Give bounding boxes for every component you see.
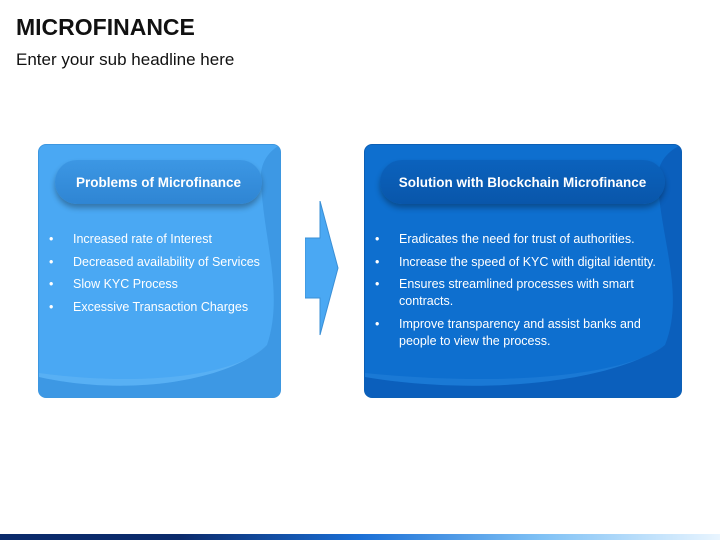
slide-title: MICROFINANCE bbox=[16, 14, 195, 40]
list-item-text: Increase the speed of KYC with digital i… bbox=[399, 254, 656, 269]
list-item: • Eradicates the need for trust of author… bbox=[375, 231, 670, 248]
list-item-text: Ensures streamlined processes with smart… bbox=[399, 277, 634, 308]
bullet-dot-icon: • bbox=[375, 232, 380, 246]
list-item: • Decreased availability of Services bbox=[49, 254, 264, 271]
bullet-dot-icon: • bbox=[375, 277, 380, 291]
solutions-card: Solution with Blockchain Microfinance • E… bbox=[364, 144, 682, 398]
problems-list: • Increased rate of Interest • Decreased a… bbox=[49, 231, 264, 321]
list-item-text: Eradicates the need for trust of authori… bbox=[399, 232, 635, 246]
solutions-header-pill: Solution with Blockchain Microfinance bbox=[380, 160, 665, 204]
footer-gradient-bar bbox=[0, 534, 720, 540]
list-item: • Slow KYC Process bbox=[49, 276, 264, 293]
list-item-text: Slow KYC Process bbox=[73, 277, 178, 291]
list-item-text: Increased rate of Interest bbox=[73, 232, 212, 246]
slide-subtitle: Enter your sub headline here bbox=[16, 50, 235, 69]
list-item-text: Excessive Transaction Charges bbox=[73, 299, 249, 314]
list-item: • Ensures streamlined processes with smar… bbox=[375, 276, 670, 310]
bullet-dot-icon: • bbox=[49, 232, 54, 246]
list-item: • Improve transparency and assist banks a… bbox=[375, 316, 670, 350]
solutions-list: • Eradicates the need for trust of author… bbox=[375, 231, 670, 355]
bullet-dot-icon: • bbox=[49, 299, 54, 314]
problems-header-pill: Problems of Microfinance bbox=[55, 160, 262, 204]
right-arrow-icon bbox=[305, 201, 339, 336]
list-item-text: Improve transparency and assist banks an… bbox=[399, 316, 641, 348]
list-item: • Increased rate of Interest bbox=[49, 231, 264, 248]
bullet-dot-icon: • bbox=[49, 254, 54, 269]
list-item: • Increase the speed of KYC with digital … bbox=[375, 254, 670, 271]
bullet-dot-icon: • bbox=[49, 277, 54, 291]
page-curl-shape bbox=[39, 145, 280, 397]
problems-card: Problems of Microfinance • Increased rate… bbox=[38, 144, 281, 398]
bullet-dot-icon: • bbox=[375, 254, 380, 269]
page-curl-shape bbox=[365, 145, 681, 397]
bullet-dot-icon: • bbox=[375, 316, 380, 331]
list-item-text: Decreased availability of Services bbox=[73, 254, 260, 269]
list-item: • Excessive Transaction Charges bbox=[49, 299, 264, 316]
